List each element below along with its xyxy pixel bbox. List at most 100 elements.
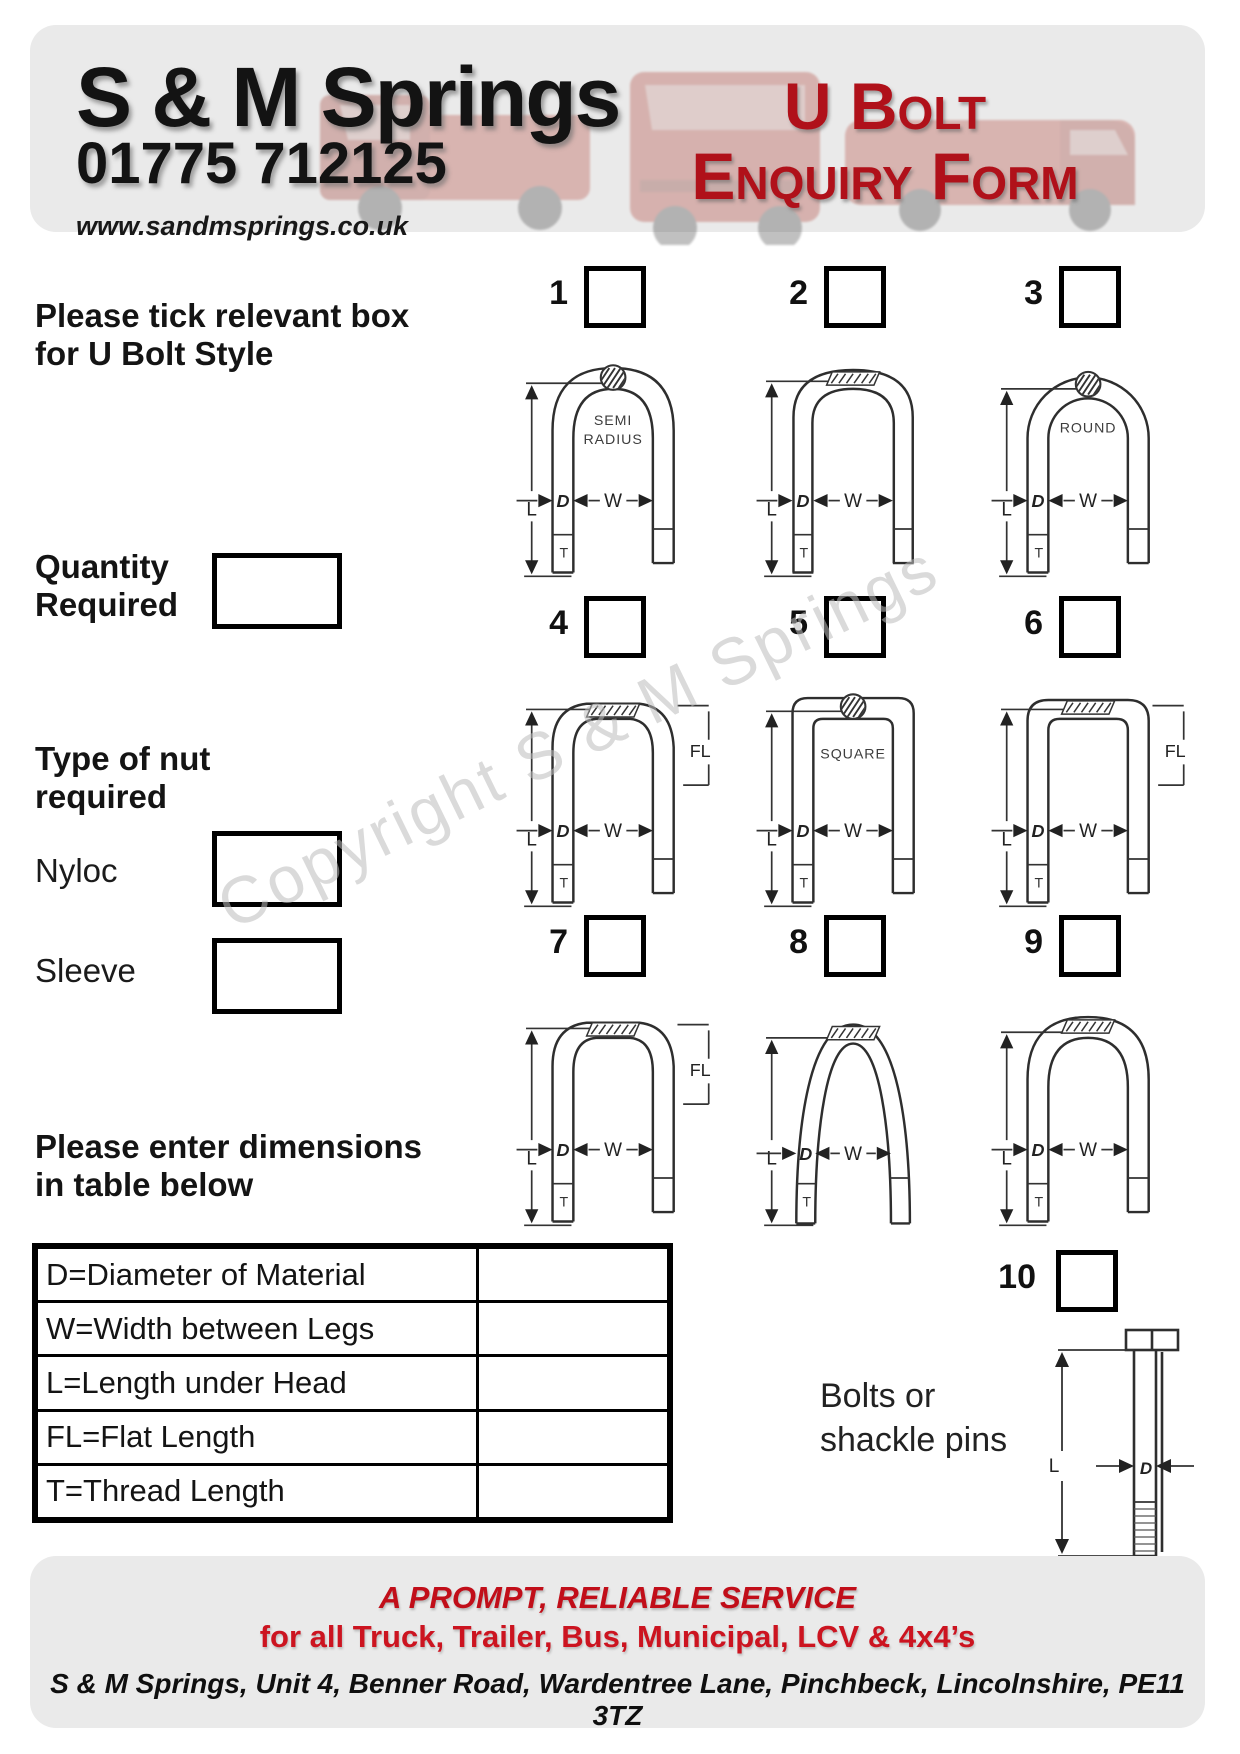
svg-text:T: T (1035, 875, 1044, 891)
svg-text:W: W (1079, 821, 1097, 842)
svg-text:D: D (556, 491, 569, 511)
form-title-line1: U Bolt (783, 69, 987, 143)
svg-text:L: L (526, 1149, 537, 1170)
svg-text:D: D (796, 491, 809, 511)
bolt-caption: Bolts or shackle pins (820, 1377, 1008, 1459)
svg-text:RADIUS: RADIUS (583, 432, 642, 448)
svg-text:L: L (766, 500, 777, 521)
svg-text:T: T (800, 875, 809, 891)
svg-text:T: T (800, 545, 809, 561)
svg-text:D: D (1031, 821, 1044, 841)
svg-text:T: T (560, 1194, 569, 1210)
diagram-number-9: 9 (1024, 923, 1043, 961)
style-checkbox-6[interactable] (1059, 596, 1121, 658)
svg-text:L: L (766, 1149, 777, 1170)
dim-row-label: T=Thread Length (38, 1465, 479, 1518)
svg-text:L: L (1001, 830, 1012, 851)
svg-text:L: L (1049, 1456, 1060, 1477)
footer-slogan: A PROMPT, RELIABLE SERVICE (378, 1580, 857, 1615)
svg-text:D: D (796, 821, 809, 841)
style-checkbox-9[interactable] (1059, 915, 1121, 977)
form-title: U Bolt Enquiry Form (605, 73, 1165, 209)
footer-panel: A PROMPT, RELIABLE SERVICE for all Truck… (30, 1556, 1205, 1731)
dimensions-instruction: Please enter dimensions in table below (35, 1128, 422, 1203)
phone-number: 01775 712125 (76, 131, 447, 196)
svg-text:D: D (556, 1140, 569, 1160)
diagram-number-6: 6 (1024, 604, 1043, 642)
style-checkbox-8[interactable] (824, 915, 886, 977)
dim-row-value-cell[interactable] (479, 1303, 667, 1355)
trucks-image (320, 72, 1135, 245)
style-checkbox-2[interactable] (824, 266, 886, 328)
svg-text:T: T (1035, 545, 1044, 561)
dim-row-label: FL=Flat Length (38, 1411, 479, 1463)
svg-text:W: W (1079, 491, 1097, 512)
svg-text:W: W (604, 491, 622, 512)
ubolt-diagram-svg: T L D W (756, 1023, 912, 1227)
svg-text:L: L (1001, 1149, 1012, 1170)
header-panel: S & M Springs 01775 712125 www.sandmspri… (30, 25, 1205, 245)
svg-text:T: T (560, 545, 569, 561)
dim-row-value-cell[interactable] (479, 1411, 667, 1463)
sleeve-label: Sleeve (35, 952, 136, 989)
svg-text:W: W (844, 491, 862, 512)
dim-row-label: D=Diameter of Material (38, 1249, 479, 1301)
svg-text:L: L (526, 830, 537, 851)
dim-row-label: L=Length under Head (38, 1357, 479, 1409)
svg-text:W: W (1079, 1140, 1097, 1161)
diagram-number-7: 7 (549, 923, 568, 961)
quantity-label: Quantity Required (35, 548, 179, 623)
diagram-number-3: 3 (1024, 274, 1043, 312)
website-url: www.sandmsprings.co.uk (76, 211, 409, 241)
table-row: FL=Flat Length (38, 1411, 667, 1466)
svg-text:T: T (1035, 1194, 1044, 1210)
diagram-number-5: 5 (789, 604, 808, 642)
dim-row-value-cell[interactable] (479, 1249, 667, 1301)
diagram-number-1: 1 (549, 274, 568, 312)
svg-text:W: W (604, 821, 622, 842)
footer-vehicles: for all Truck, Trailer, Bus, Municipal, … (259, 1619, 976, 1654)
svg-text:T: T (802, 1194, 811, 1210)
form-title-line2: Enquiry Form (691, 139, 1079, 213)
diagram-number-4: 4 (549, 604, 568, 642)
nut-type-label: Type of nut required (35, 740, 211, 815)
svg-text:T: T (560, 875, 569, 891)
style-checkbox-1[interactable] (584, 266, 646, 328)
nyloc-checkbox[interactable] (212, 831, 342, 907)
style-checkbox-4[interactable] (584, 596, 646, 658)
svg-text:ROUND: ROUND (1060, 420, 1117, 436)
style-checkbox-10[interactable] (1056, 1250, 1118, 1312)
sleeve-checkbox[interactable] (212, 938, 342, 1014)
diagram-number-10: 10 (998, 1258, 1036, 1296)
svg-text:W: W (604, 1140, 622, 1161)
table-row: L=Length under Head (38, 1357, 667, 1412)
style-checkbox-3[interactable] (1059, 266, 1121, 328)
quantity-input-box[interactable] (212, 553, 342, 629)
dim-row-value-cell[interactable] (479, 1357, 667, 1409)
company-name: S & M Springs (76, 50, 621, 144)
svg-text:L: L (1001, 500, 1012, 521)
svg-text:FL: FL (1165, 741, 1186, 761)
svg-text:D: D (556, 821, 569, 841)
table-row: D=Diameter of Material (38, 1249, 667, 1304)
svg-text:D: D (1031, 491, 1044, 511)
dim-row-value-cell[interactable] (479, 1465, 667, 1518)
nyloc-label: Nyloc (35, 852, 118, 889)
footer-address: S & M Springs, Unit 4, Benner Road, Ward… (50, 1668, 1185, 1731)
svg-text:W: W (844, 1144, 862, 1165)
style-checkbox-5[interactable] (824, 596, 886, 658)
svg-text:D: D (799, 1144, 812, 1164)
style-checkbox-7[interactable] (584, 915, 646, 977)
